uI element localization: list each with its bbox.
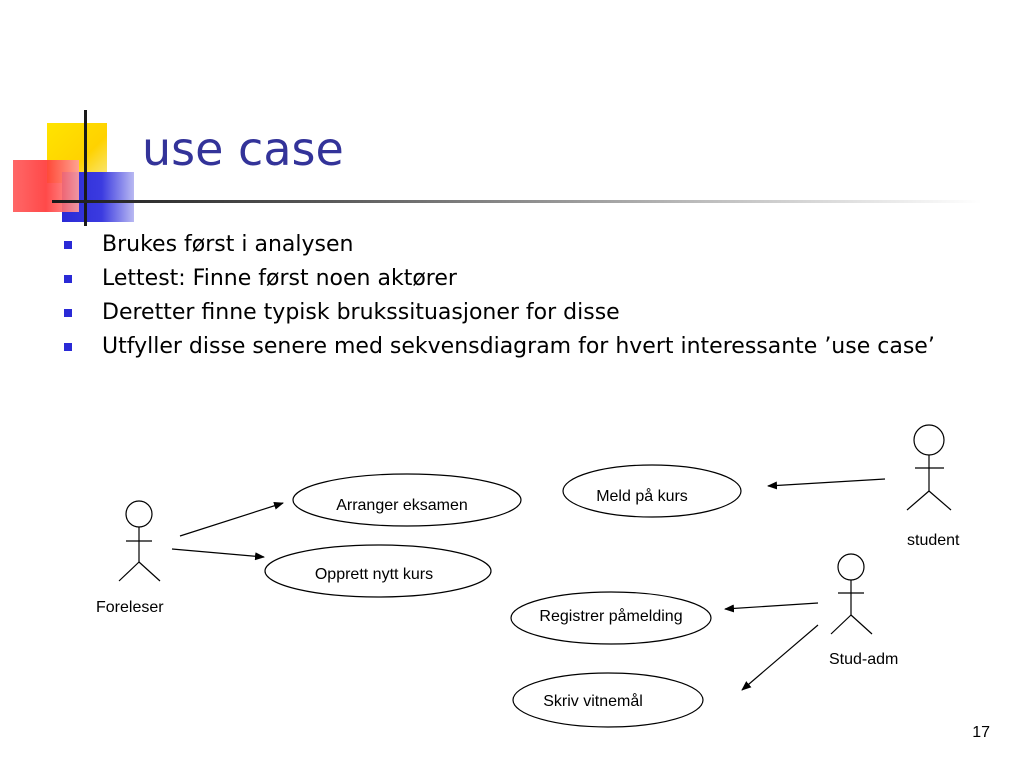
association-arrow-studadm-registrer	[724, 602, 819, 613]
bullet-text: Utfyller disse senere med sekvensdiagram…	[102, 334, 935, 359]
use-case-label-opprett-nytt-kurs: Opprett nytt kurs	[315, 566, 433, 583]
use-case-label-skriv-vitnemal: Skriv vitnemål	[543, 692, 643, 710]
use-case-opprett-nytt-kurs	[264, 544, 492, 598]
bullet-list: Brukes først i analysen Lettest: Finne f…	[62, 232, 962, 368]
square-bullet-icon	[64, 241, 72, 249]
use-case-registrer-pamelding	[510, 591, 712, 645]
square-bullet-icon	[64, 309, 72, 317]
association-arrow-foreleser-opprett	[171, 548, 265, 561]
actor-label-stud-adm: Stud-adm	[829, 651, 898, 668]
square-bullet-icon	[64, 343, 72, 351]
red-square-decoration	[13, 160, 79, 212]
use-case-label-meld-pa-kurs: Meld på kurs	[596, 487, 688, 505]
association-arrow-foreleser-arranger	[179, 501, 284, 537]
use-case-skriv-vitnemal	[512, 672, 704, 728]
actor-head-icon	[125, 500, 153, 528]
actor-student	[906, 424, 952, 511]
use-case-meld-pa-kurs	[562, 464, 742, 518]
use-case-label-registrer-pamelding: Registrer påmelding	[539, 607, 682, 625]
actor-right-leg	[138, 561, 161, 582]
actor-foreleser	[118, 500, 161, 582]
actor-label-student: student	[907, 532, 960, 549]
bullet-item: Utfyller disse senere med sekvensdiagram…	[62, 334, 962, 360]
bullet-item: Deretter finne typisk brukssituasjoner f…	[62, 300, 962, 326]
slide-title: use case	[142, 122, 344, 176]
square-bullet-icon	[64, 275, 72, 283]
slide-page-number: 17	[972, 724, 990, 741]
use-case-label-arranger-eksamen: Arranger eksamen	[336, 497, 468, 514]
actor-left-leg	[830, 614, 852, 635]
actor-label-foreleser: Foreleser	[96, 599, 164, 616]
actor-right-leg	[928, 490, 952, 511]
actor-right-leg	[850, 614, 873, 635]
bullet-text: Lettest: Finne først noen aktører	[102, 266, 457, 291]
bullet-text: Brukes først i analysen	[102, 232, 354, 257]
association-arrow-studadm-skriv	[741, 624, 819, 691]
bullet-item: Lettest: Finne først noen aktører	[62, 266, 962, 292]
actor-head-icon	[913, 424, 945, 456]
actor-left-leg	[118, 561, 140, 582]
bullet-text: Deretter finne typisk brukssituasjoner f…	[102, 300, 620, 325]
title-underline-rule	[52, 200, 982, 203]
actor-left-leg	[906, 490, 930, 511]
actor-head-icon	[837, 553, 865, 581]
vertical-rule	[84, 110, 87, 226]
actor-stud-adm	[830, 553, 873, 635]
association-arrow-student-meld	[767, 478, 886, 490]
bullet-item: Brukes først i analysen	[62, 232, 962, 258]
use-case-arranger-eksamen	[292, 473, 522, 527]
